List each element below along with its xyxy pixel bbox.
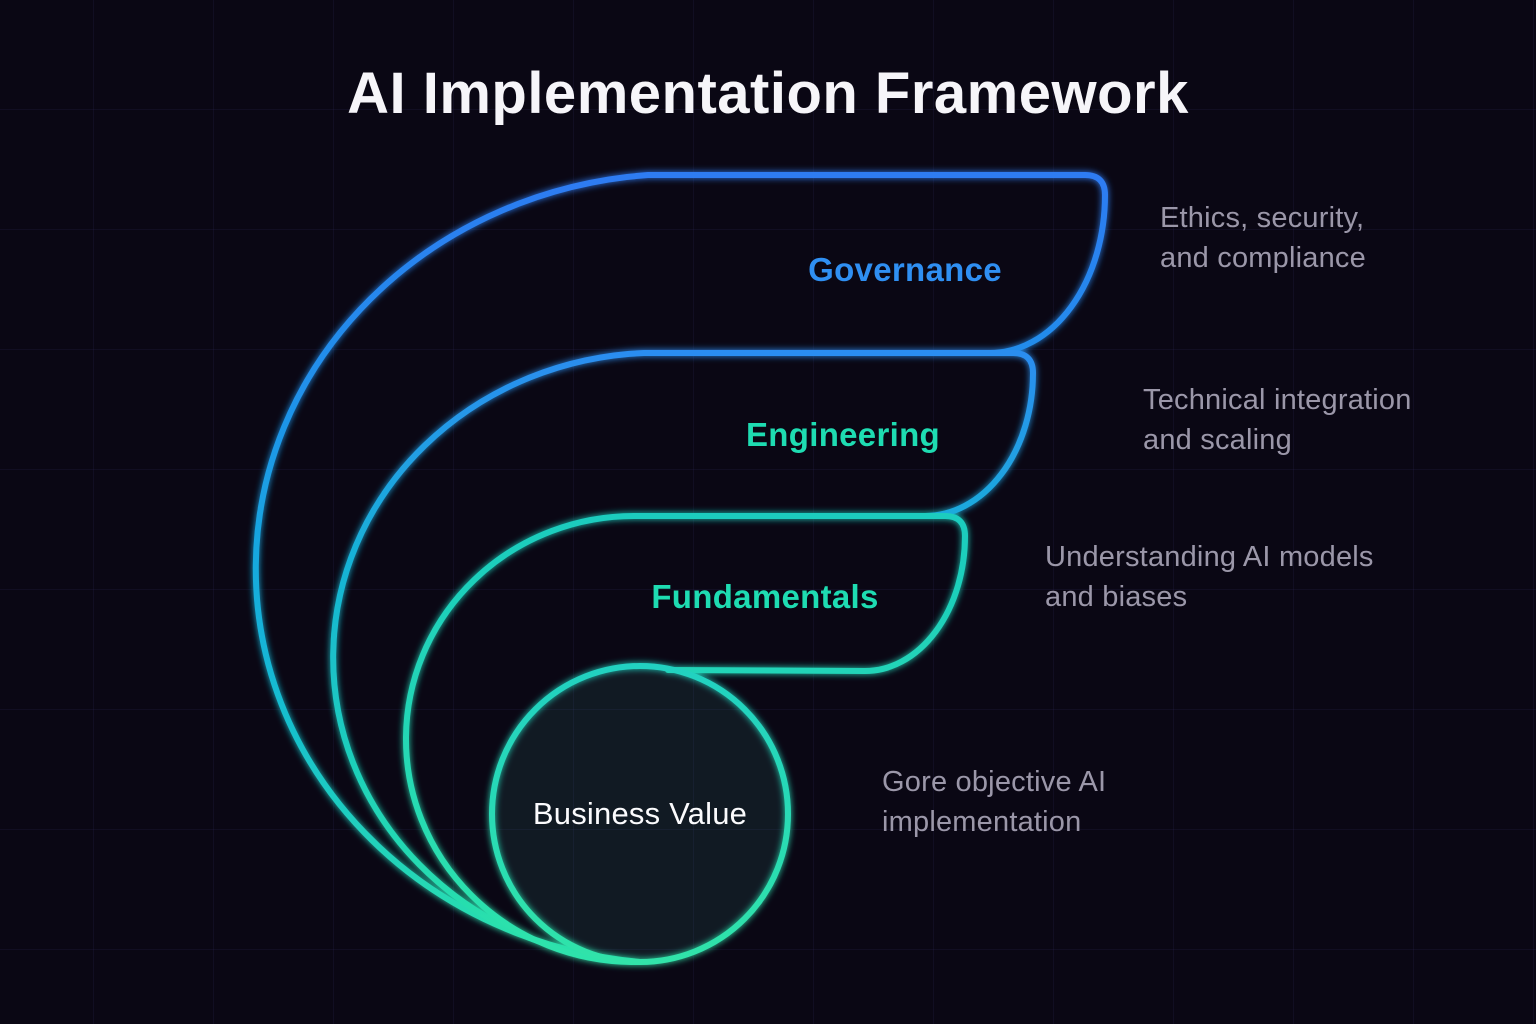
label-fundamentals: Fundamentals bbox=[651, 578, 879, 615]
label-governance: Governance bbox=[808, 251, 1002, 288]
annotation-business-value-line2: implementation bbox=[882, 806, 1082, 838]
annotation-governance-line2: and compliance bbox=[1160, 242, 1366, 274]
label-business-value: Business Value bbox=[532, 796, 748, 831]
annotation-engineering: Technical integration and scaling bbox=[1143, 380, 1412, 460]
fundamentals-petal-outline bbox=[403, 512, 968, 965]
page-title: AI Implementation Framework bbox=[347, 61, 1189, 126]
annotation-fundamentals-line2: and biases bbox=[1045, 581, 1188, 613]
business-value-circle bbox=[489, 663, 791, 965]
annotation-business-value-line1: Gore objective AI bbox=[882, 766, 1107, 798]
label-engineering: Engineering bbox=[746, 416, 940, 453]
annotation-engineering-line1: Technical integration bbox=[1143, 384, 1412, 416]
annotation-business-value: Gore objective AI implementation bbox=[882, 762, 1106, 842]
annotation-governance-line1: Ethics, security, bbox=[1160, 202, 1365, 234]
annotation-engineering-line2: and scaling bbox=[1143, 424, 1292, 456]
governance-petal-outline bbox=[252, 172, 1108, 965]
annotation-governance: Ethics, security, and compliance bbox=[1160, 198, 1366, 278]
annotation-fundamentals-line1: Understanding AI models bbox=[1045, 541, 1374, 573]
engineering-petal-outline bbox=[330, 350, 1036, 965]
annotation-fundamentals: Understanding AI models and biases bbox=[1045, 537, 1374, 617]
